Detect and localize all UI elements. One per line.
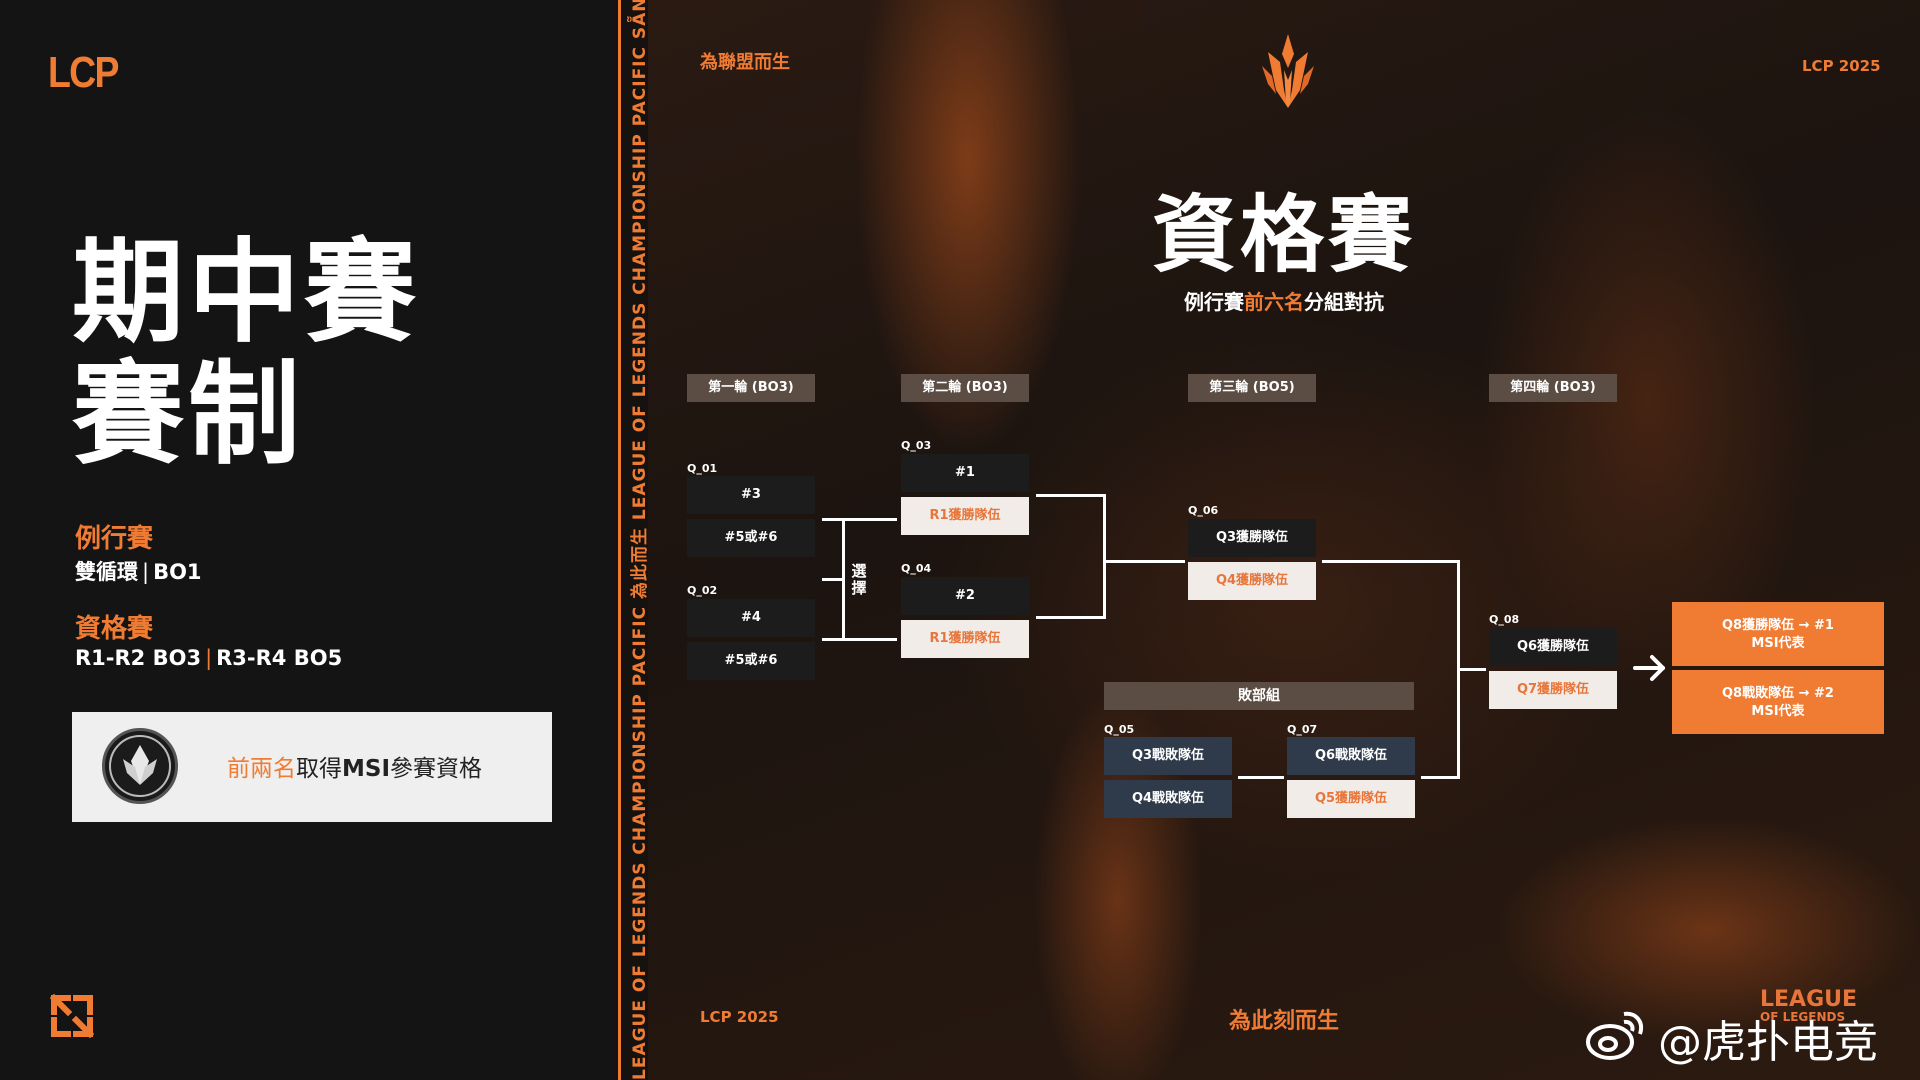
qualifier-format-a: R1-R2 BO3	[75, 646, 202, 670]
round-header-2: 第二輪 (BO3)	[901, 374, 1029, 402]
msi-qualification-box: 前兩名取得MSI參賽資格	[72, 712, 552, 822]
match-id-q06: Q_06	[1188, 504, 1219, 517]
watermark-text: @虎扑电竞	[1658, 1017, 1878, 1068]
subtitle-a: 例行賽	[1184, 290, 1244, 314]
subtitle-highlight: 前六名	[1244, 290, 1304, 314]
bottom-tagline: 為此刻而生	[1228, 1009, 1339, 1034]
match-id-q05: Q_05	[1104, 723, 1135, 736]
match-q04-slot-bottom: R1獲勝隊伍	[901, 620, 1029, 658]
qualifier-format-b: R3-R4 BO5	[216, 646, 343, 670]
connector-line	[845, 638, 897, 641]
league-of-legends-logo: LEAGUE OF LEGENDS	[1760, 987, 1858, 1025]
match-q06-slot-top: Q3獲勝隊伍	[1188, 519, 1316, 557]
connector-line	[1036, 494, 1104, 497]
title-line-2: 賽制	[72, 350, 304, 480]
strip-text: LEAGUE OF LEGENDS CHAMPIONSHIP PACIFIC 為…	[630, 0, 648, 1080]
round-header-3: 第三輪 (BO5)	[1188, 374, 1316, 402]
result-first-line2: MSI代表	[1751, 636, 1805, 651]
bottom-left-label: LCP 2025	[700, 1008, 779, 1026]
match-q03-slot-bottom: R1獲勝隊伍	[901, 497, 1029, 535]
subtitle-b: 分組對抗	[1304, 290, 1384, 314]
loser-bracket-header: 敗部組	[1104, 682, 1414, 710]
expand-icon[interactable]	[48, 992, 96, 1040]
round-header-1: 第一輪 (BO3)	[687, 374, 815, 402]
match-q05-slot-bottom: Q4戰敗隊伍	[1104, 780, 1232, 818]
regular-format-a: 雙循環	[75, 560, 138, 584]
bracket-subtitle: 例行賽前六名分組對抗	[648, 286, 1920, 315]
match-q01-slot-bottom: #5或#6	[687, 519, 815, 557]
qualifier-format: R1-R2 BO3|R3-R4 BO5	[75, 646, 342, 670]
msi-qualification-text: 前兩名取得MSI參賽資格	[227, 749, 482, 783]
connector-line	[845, 518, 897, 521]
match-id-q02: Q_02	[687, 584, 718, 597]
lcp-crest-icon	[1260, 32, 1316, 110]
qualifier-label: 資格賽	[75, 614, 154, 644]
connector-line	[1322, 560, 1458, 563]
match-q05-slot-top: Q3戰敗隊伍	[1104, 737, 1232, 775]
lol-logo-line2: OF LEGENDS	[1760, 1010, 1846, 1024]
lcp-logo: LCP	[48, 48, 119, 97]
match-q01-slot-top: #3	[687, 476, 815, 514]
match-q04-slot-top: #2	[901, 577, 1029, 615]
result-first-line1: Q8獲勝隊伍 → #1	[1722, 618, 1834, 633]
bracket-title: 資格賽	[1151, 186, 1416, 284]
title-line-1: 期中賽	[72, 228, 420, 358]
match-q07-slot-top: Q6戰敗隊伍	[1287, 737, 1415, 775]
connector-line	[842, 518, 845, 641]
separator: |	[142, 560, 150, 584]
match-q02-slot-bottom: #5或#6	[687, 642, 815, 680]
msi-text-b: 參賽資格	[390, 756, 483, 782]
regular-season-label: 例行賽	[75, 524, 154, 554]
regular-season-format: 雙循環|BO1	[75, 556, 202, 586]
top-left-tagline: 為聯盟而生	[700, 52, 790, 73]
msi-logo-icon	[102, 728, 178, 804]
top-right-label: LCP 2025	[1802, 57, 1881, 75]
msi-bold: MSI	[342, 756, 391, 782]
select-label: 選擇	[851, 562, 867, 597]
result-box-second: Q8戰敗隊伍 → #2 MSI代表	[1672, 670, 1884, 734]
connector-line	[822, 518, 858, 521]
round-header-4: 第四輪 (BO3)	[1489, 374, 1617, 402]
match-q07-slot-bottom: Q5獲勝隊伍	[1287, 780, 1415, 818]
lol-logo-line1: LEAGUE	[1760, 987, 1858, 1012]
match-q03-slot-top: #1	[901, 454, 1029, 492]
match-q02-slot-top: #4	[687, 599, 815, 637]
match-id-q04: Q_04	[901, 562, 932, 575]
match-id-q08: Q_08	[1489, 613, 1520, 626]
page-title: 期中賽 賽制	[72, 232, 420, 476]
bracket-panel: 為聯盟而生 LCP 2025 資格賽 例行賽前六名分組對抗 第一輪 (BO3) …	[648, 0, 1920, 1080]
left-panel: LCP 期中賽 賽制 例行賽 雙循環|BO1 資格賽 R1-R2 BO3|R3-…	[0, 0, 618, 1080]
connector-line	[822, 578, 842, 581]
result-box-first: Q8獲勝隊伍 → #1 MSI代表	[1672, 602, 1884, 666]
msi-text-a: 取得	[296, 756, 342, 782]
connector-line	[1457, 668, 1486, 671]
connector-line	[1421, 776, 1458, 779]
result-second-line2: MSI代表	[1751, 704, 1805, 719]
connector-line	[822, 638, 858, 641]
connector-line	[1238, 776, 1284, 779]
vertical-text-strip: LEAGUE OF LEGENDS CHAMPIONSHIP PACIFIC 為…	[618, 0, 648, 1080]
connector-line	[1103, 560, 1185, 563]
match-id-q07: Q_07	[1287, 723, 1318, 736]
connector-line	[1103, 494, 1106, 619]
match-q06-slot-bottom: Q4獲勝隊伍	[1188, 562, 1316, 600]
separator: |	[205, 646, 213, 670]
match-id-q01: Q_01	[687, 462, 718, 475]
weibo-watermark: @虎扑电竞	[1584, 1006, 1878, 1070]
result-second-line1: Q8戰敗隊伍 → #2	[1722, 686, 1834, 701]
arrow-right-icon	[1632, 652, 1668, 684]
weibo-icon	[1584, 1008, 1648, 1062]
msi-highlight: 前兩名	[227, 756, 296, 782]
match-id-q03: Q_03	[901, 439, 932, 452]
match-q08-slot-top: Q6獲勝隊伍	[1489, 628, 1617, 666]
connector-line	[1036, 616, 1104, 619]
match-q08-slot-bottom: Q7獲勝隊伍	[1489, 671, 1617, 709]
regular-format-b: BO1	[153, 560, 202, 584]
